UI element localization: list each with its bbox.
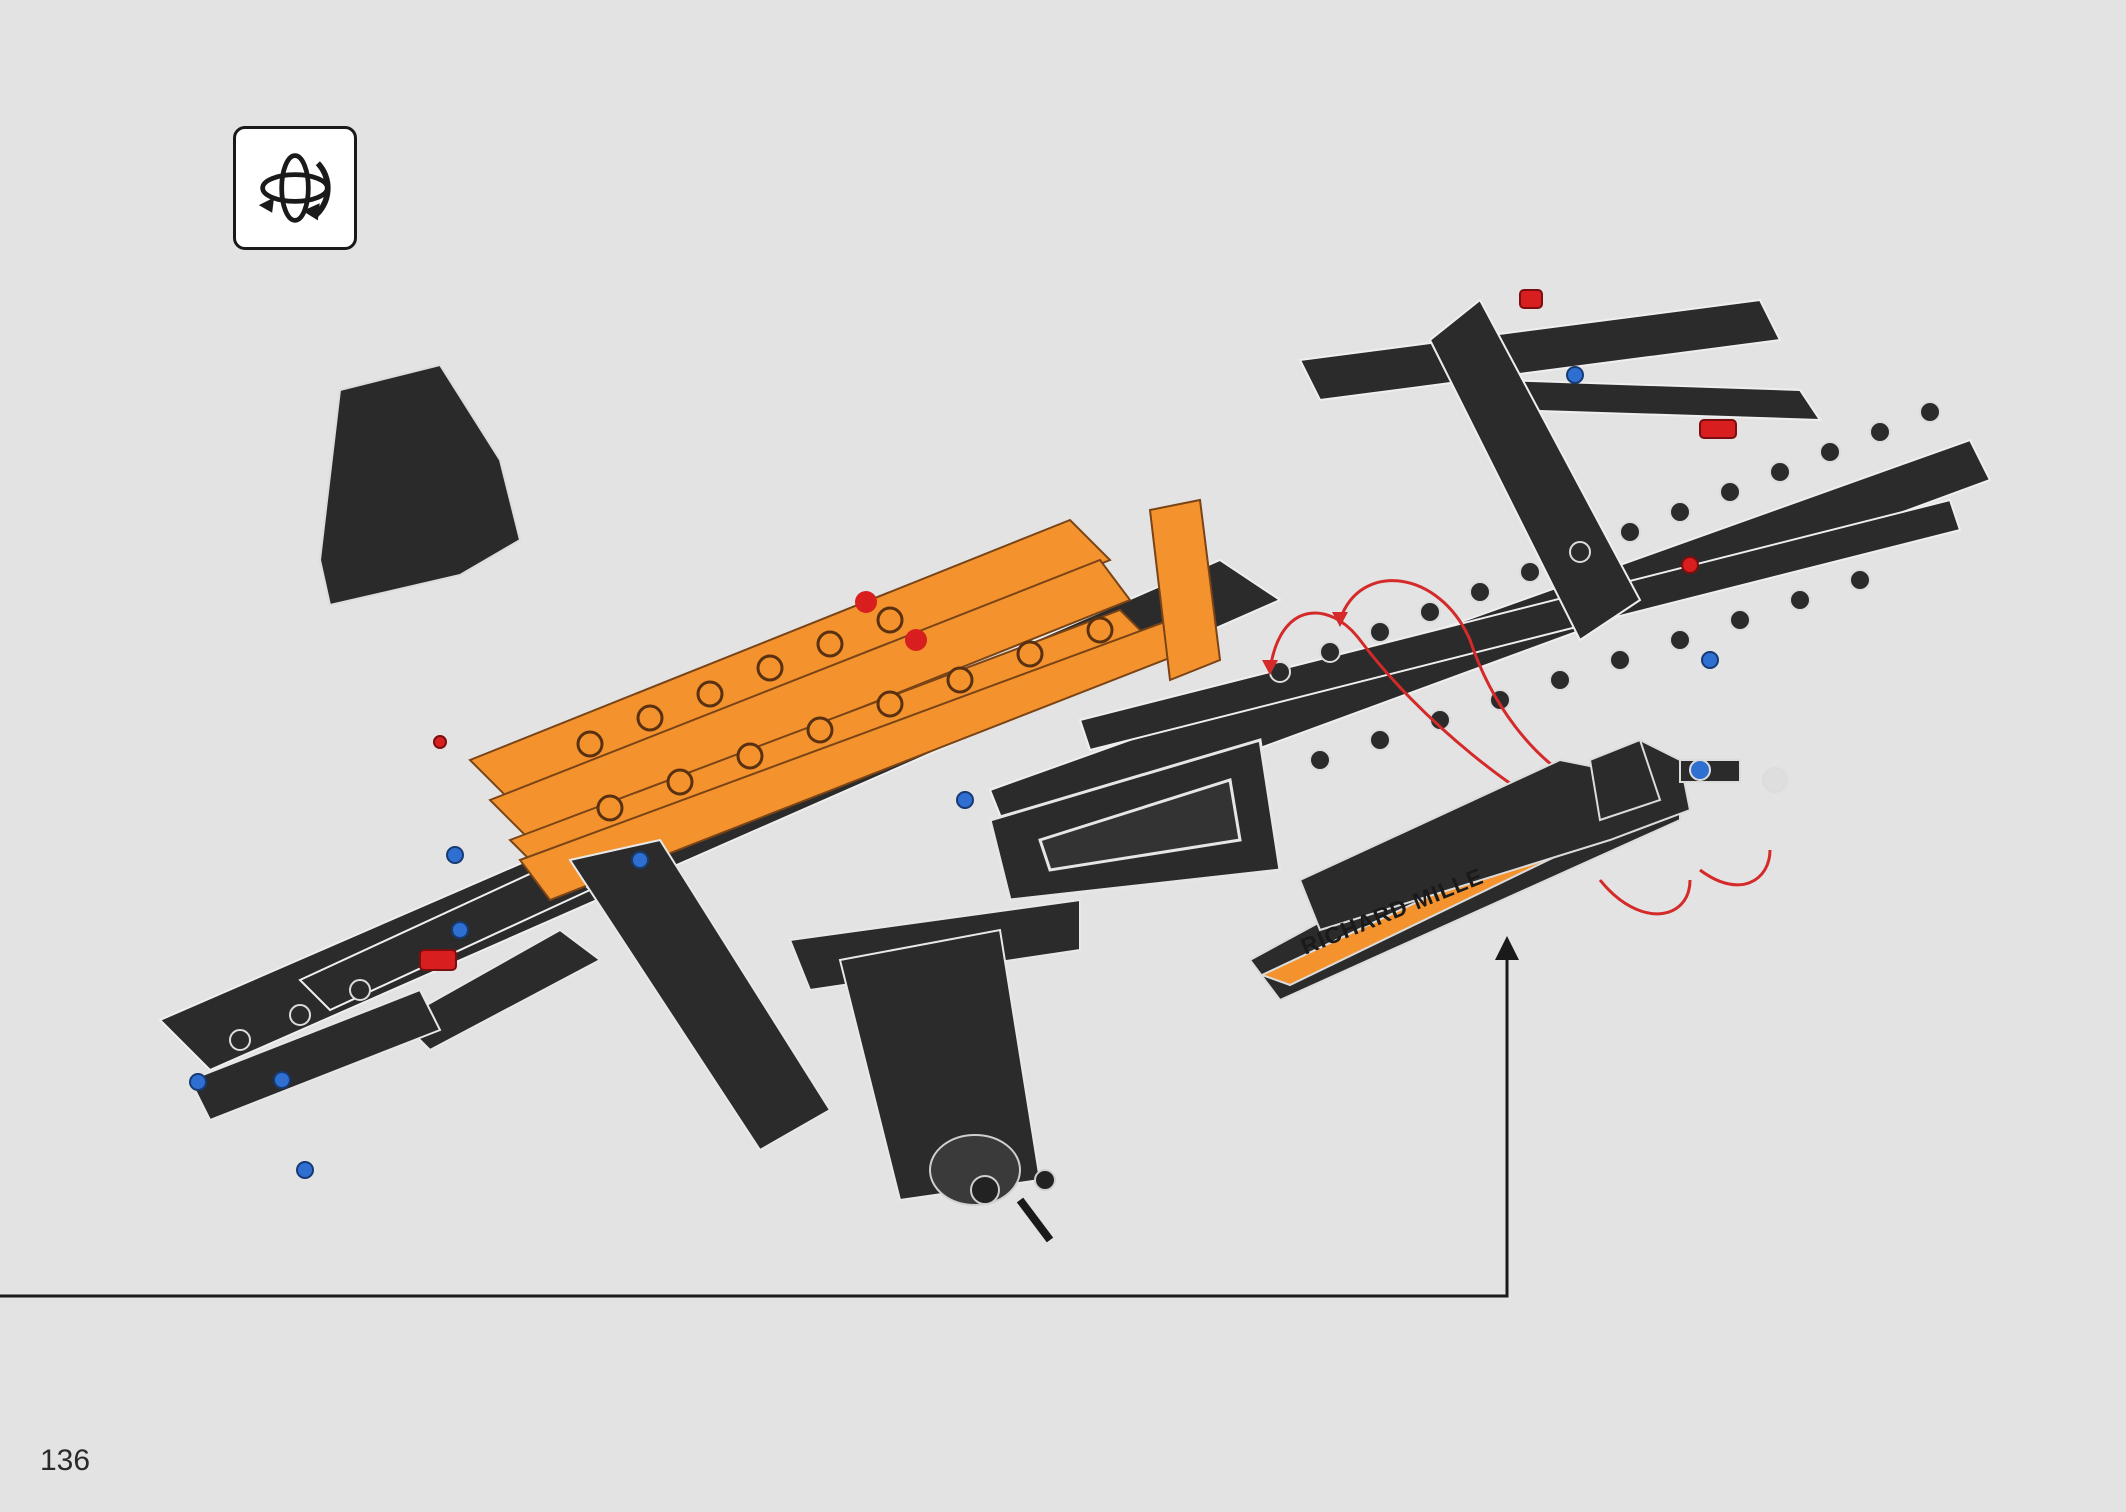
red-axle-pins xyxy=(855,591,927,651)
rotate-model-callout xyxy=(233,126,357,250)
sticker-part xyxy=(1248,738,1788,1002)
callout-line xyxy=(0,946,1509,1298)
front-suspension xyxy=(188,838,1081,1202)
page-number: 136 xyxy=(40,1444,91,1477)
center-frame xyxy=(988,738,1282,902)
callout-arrow-icon xyxy=(1495,936,1519,960)
red-pins xyxy=(419,289,1737,971)
guide-arrow-heads xyxy=(1262,612,1348,675)
seat-headrest xyxy=(318,363,522,607)
rotate-model-icon xyxy=(258,153,331,223)
axle-hub xyxy=(929,1134,1056,1243)
frame-holes xyxy=(229,401,1941,1051)
orange-beams xyxy=(468,498,1222,902)
orange-beam-holes xyxy=(576,606,1114,822)
